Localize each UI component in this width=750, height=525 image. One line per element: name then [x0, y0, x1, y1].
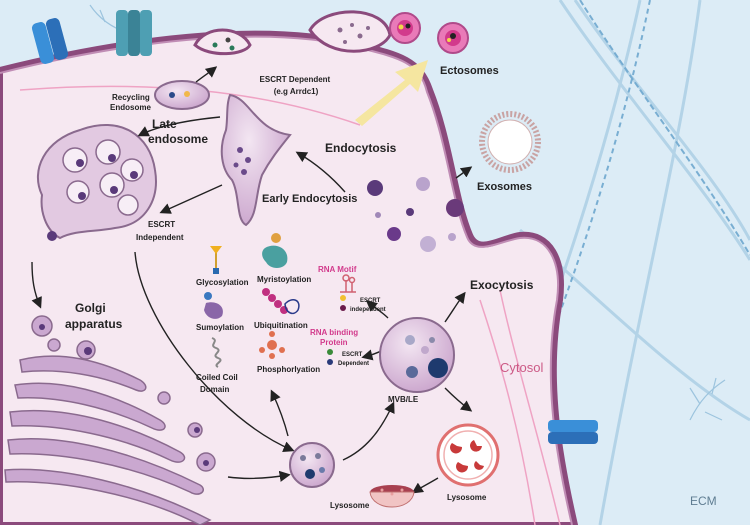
exosomes-label: Exosomes [477, 181, 532, 193]
golgi-apparatus [4, 355, 212, 525]
sumoylation-label: Sumoylation [196, 323, 244, 332]
exosome-ring [479, 111, 541, 173]
arrow-small-to-mvb [342, 401, 395, 461]
cytosol-label: Cytosol [500, 360, 543, 375]
ectosome-1 [389, 12, 421, 44]
rna-binding-protein-label: RNA binding Protein [310, 328, 360, 347]
arrow-to-exosome [455, 166, 473, 179]
myristoylation-label: Myristoylation [257, 275, 311, 284]
escrt-dep-dot-green [327, 349, 333, 355]
escrt-dependent-top-label: ESCRT Dependent (e.g Arrdc1) [260, 75, 333, 96]
phosphorylation-label: Phosphorlyation [257, 365, 320, 374]
lysosome-bottom-label: Lysosome [330, 501, 370, 510]
ecm-fibers-dark [509, 0, 750, 441]
early-endosome [220, 93, 292, 227]
ectosomes-label: Ectosomes [440, 65, 499, 77]
coiled-coil-label: Coiled Coil Domain [196, 373, 240, 394]
ion-channel-right [548, 420, 598, 444]
arrow-late-to-golgi [31, 261, 42, 309]
escrt-indep-dot-dark [340, 305, 346, 311]
glycosylation-label: Glycosylation [196, 278, 249, 287]
escrt-dependent-small-label: ESCRT Dependent [338, 352, 369, 367]
arrow-golgi-to-mvb [227, 470, 291, 482]
arrow-endocytosis [295, 151, 346, 193]
escrt-indep-dot-yellow [340, 295, 346, 301]
arrow-escrt-to-mvb [134, 251, 295, 452]
ubiquitination-label: Ubiquitination [254, 321, 308, 330]
ubiquitination-icon [262, 288, 300, 315]
ecm-branch-right [689, 377, 726, 421]
lysosome-right-label: Lysosome [447, 493, 487, 502]
rna-motif-label: RNA Motif [318, 265, 357, 274]
arrow-early-to-escrt [159, 184, 223, 214]
rna-motif-icon [340, 274, 356, 293]
phosphorylation-icon [259, 331, 285, 359]
membrane-bud-large [308, 10, 392, 53]
membrane-bud-small [193, 28, 252, 56]
ectosome-release-arrow [355, 60, 428, 126]
arrow-to-membrane [195, 66, 218, 83]
recycling-endosome [154, 80, 210, 110]
glycosylation-icon [210, 246, 222, 274]
arrow-lysosome-to-bowl [411, 477, 439, 494]
escrt-independent-left-label: ESCRT Independent [136, 220, 184, 242]
mvb-le [379, 317, 455, 393]
channel-teal [116, 10, 152, 56]
arrow-mvb-to-rna-motif [365, 300, 389, 319]
sumoylation-icon [204, 292, 223, 319]
exocytosis-label: Exocytosis [470, 278, 534, 292]
lysosome-right [436, 423, 500, 487]
recycling-endosome-label: Recycling Endosome [110, 93, 152, 112]
mvb-le-label: MVB/LE [388, 395, 419, 404]
coiled-coil-icon [211, 337, 222, 368]
ion-channel-top [31, 18, 69, 64]
early-endocytosis-label: Early Endocytosis [262, 193, 357, 205]
myristoylation-icon [262, 233, 288, 268]
arrow-mvb-to-exocytosis [444, 291, 466, 323]
arrow-mvb-to-lysosome [444, 387, 473, 412]
arrow-early-to-late [137, 116, 221, 137]
endocytosis-label: Endocytosis [325, 141, 397, 155]
ecm-label: ECM [690, 494, 717, 508]
arrow-mvb-to-ptm [270, 389, 289, 437]
lysosome-bowl [369, 485, 415, 508]
ectosome-2 [437, 22, 469, 54]
small-mvb [289, 442, 335, 488]
late-endosome-label: Late endosome [148, 117, 208, 146]
escrt-dep-dot-blue [327, 359, 333, 365]
golgi-label: Golgi apparatus [65, 301, 123, 331]
exosome-vesicles [367, 177, 464, 252]
